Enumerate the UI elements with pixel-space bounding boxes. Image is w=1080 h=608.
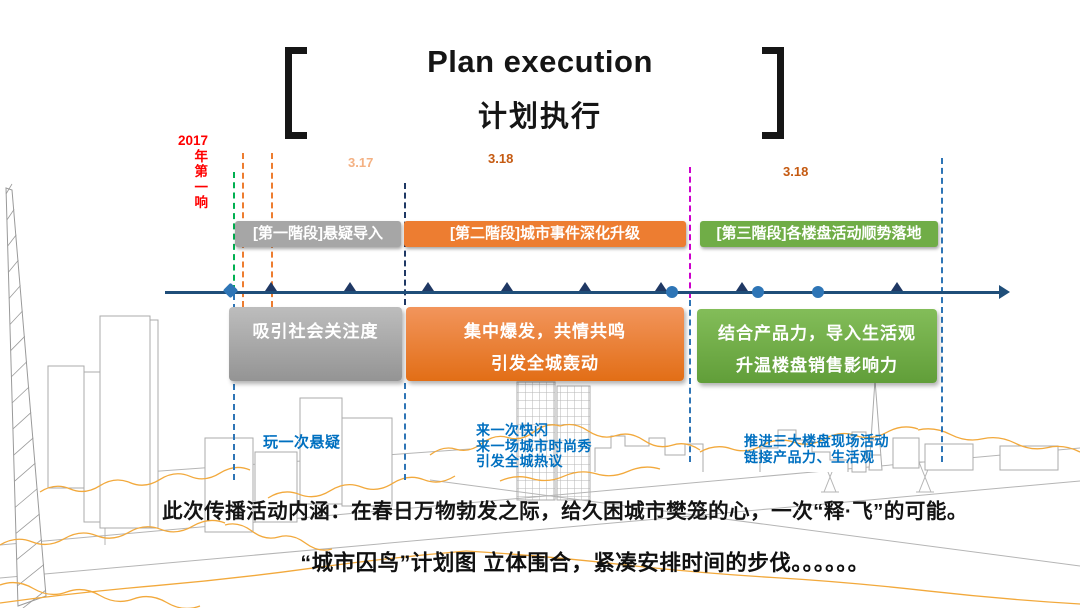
title-english: Plan execution (427, 44, 653, 79)
phase1-box-line: 吸引社会关注度 (252, 322, 379, 341)
tree-scribbles (0, 423, 1080, 608)
date-label: 3.17 (348, 155, 374, 170)
phase3-header: [第三階段]各楼盘活动顺势落地 (700, 221, 938, 247)
dot-marker-icon (812, 286, 824, 298)
triangle-marker-icon (579, 282, 591, 291)
phase1-header: [第一階段]悬疑导入 (235, 221, 401, 247)
triangle-marker-icon (344, 282, 356, 291)
triangle-marker-icon (736, 282, 748, 291)
note-line: 引发全城热议 (476, 453, 563, 469)
campaign-meaning-text: 此次传播活动内涵：在春日万物勃发之际，给久困城市樊笼的心，一次“释·飞”的可能。 (162, 500, 968, 523)
dot-marker-icon (666, 286, 678, 298)
plan-summary-text: “城市囚鸟”计划图 立体围合，紧凑安排时间的步伐。。。。。。 (300, 551, 870, 575)
campaign-start-label: 2017 年 第 一 响 (168, 133, 208, 211)
right-bracket (762, 47, 784, 139)
year-char: 第 (194, 164, 209, 179)
guide-line (404, 383, 406, 480)
building-outlines (5, 187, 1059, 607)
phase3-box: 结合产品力，导入生活观 升温楼盘销售影响力 (697, 309, 937, 383)
note-line: 来一场城市时尚秀 (476, 437, 592, 454)
note-line: 玩一次悬疑 (263, 434, 341, 451)
year-text: 2017 (177, 133, 208, 148)
triangle-marker-icon (891, 282, 903, 291)
year-char: 响 (194, 195, 209, 210)
phase1-note: 玩一次悬疑 (263, 435, 341, 451)
dot-marker-icon (752, 286, 764, 298)
date-label: 3.18 (783, 164, 809, 179)
left-bracket (285, 47, 307, 139)
triangle-marker-icon (265, 282, 277, 291)
phase3-note: 推进三大楼盘现场活动 链接产品力、生活观 (744, 433, 889, 465)
note-line: 来一次快闪 (476, 422, 549, 438)
phase2-box: 集中爆发，共情共鸣 引发全城轰动 (406, 307, 684, 381)
phase2-header: [第二階段]城市事件深化升级 (404, 221, 686, 247)
guide-line (689, 167, 691, 298)
guide-line (689, 300, 691, 462)
phase2-box-line: 集中爆发，共情共鸣 (464, 322, 626, 341)
phase2-box-line: 引发全城轰动 (491, 354, 599, 373)
phase3-box-line: 结合产品力，导入生活观 (718, 324, 916, 343)
phase1-box: 吸引社会关注度 (229, 307, 402, 381)
note-line: 推进三大楼盘现场活动 (744, 433, 889, 449)
phase2-note: 来一次快闪 来一场城市时尚秀 引发全城热议 (476, 422, 592, 470)
date-label: 3.18 (488, 151, 514, 166)
timeline-arrowhead-icon (999, 285, 1010, 299)
triangle-marker-icon (501, 282, 513, 291)
year-char: 年 (194, 148, 209, 164)
timeline-axis (165, 291, 1003, 294)
guide-line (233, 294, 235, 480)
guide-line (941, 158, 943, 462)
title-chinese: 计划执行 (477, 101, 602, 133)
year-char: 一 (194, 179, 209, 195)
guide-line (233, 172, 235, 291)
note-line: 链接产品力、生活观 (744, 448, 875, 465)
triangle-marker-icon (422, 282, 434, 291)
phase3-box-line: 升温楼盘销售影响力 (736, 356, 898, 375)
tower-hatching (5, 183, 47, 608)
triangle-marker-icon (655, 282, 667, 291)
